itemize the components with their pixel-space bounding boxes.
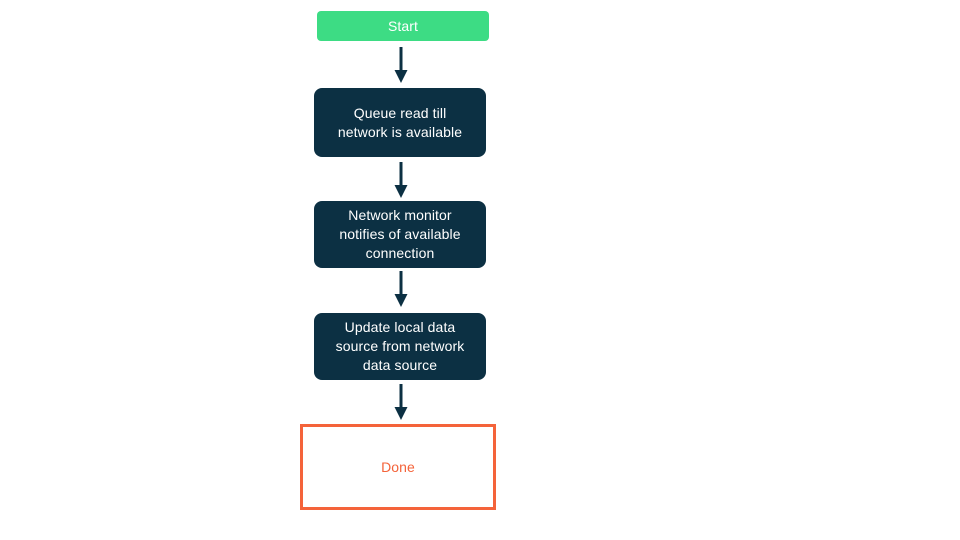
flow-node-network-monitor-line-2: notifies of available <box>339 226 461 242</box>
flow-node-network-monitor: Network monitor notifies of available co… <box>314 201 486 268</box>
flow-node-queue-read-line-1: Queue read till <box>353 104 447 121</box>
arrow-down-icon <box>394 47 408 83</box>
flow-node-done: Done <box>300 424 496 510</box>
arrow-down-icon <box>394 162 408 198</box>
flow-node-queue-read: Queue read till network is available <box>314 88 486 157</box>
arrow-down-icon <box>394 384 408 420</box>
flow-node-queue-read-line-2: network is available <box>337 123 463 140</box>
arrow-down-icon <box>394 271 408 307</box>
flow-node-update-local-data-line-1: Update local data <box>344 319 456 335</box>
flow-node-start-label: Start <box>387 17 419 34</box>
flow-node-network-monitor-line-1: Network monitor <box>348 207 452 223</box>
flow-node-update-local-data-line-2: source from network <box>335 338 465 354</box>
flow-node-network-monitor-line-3: connection <box>365 245 435 261</box>
flow-node-update-local-data: Update local data source from network da… <box>314 313 486 380</box>
flow-node-done-label: Done <box>381 458 415 475</box>
flow-node-update-local-data-line-3: data source <box>362 357 438 373</box>
flow-node-start: Start <box>317 11 489 41</box>
